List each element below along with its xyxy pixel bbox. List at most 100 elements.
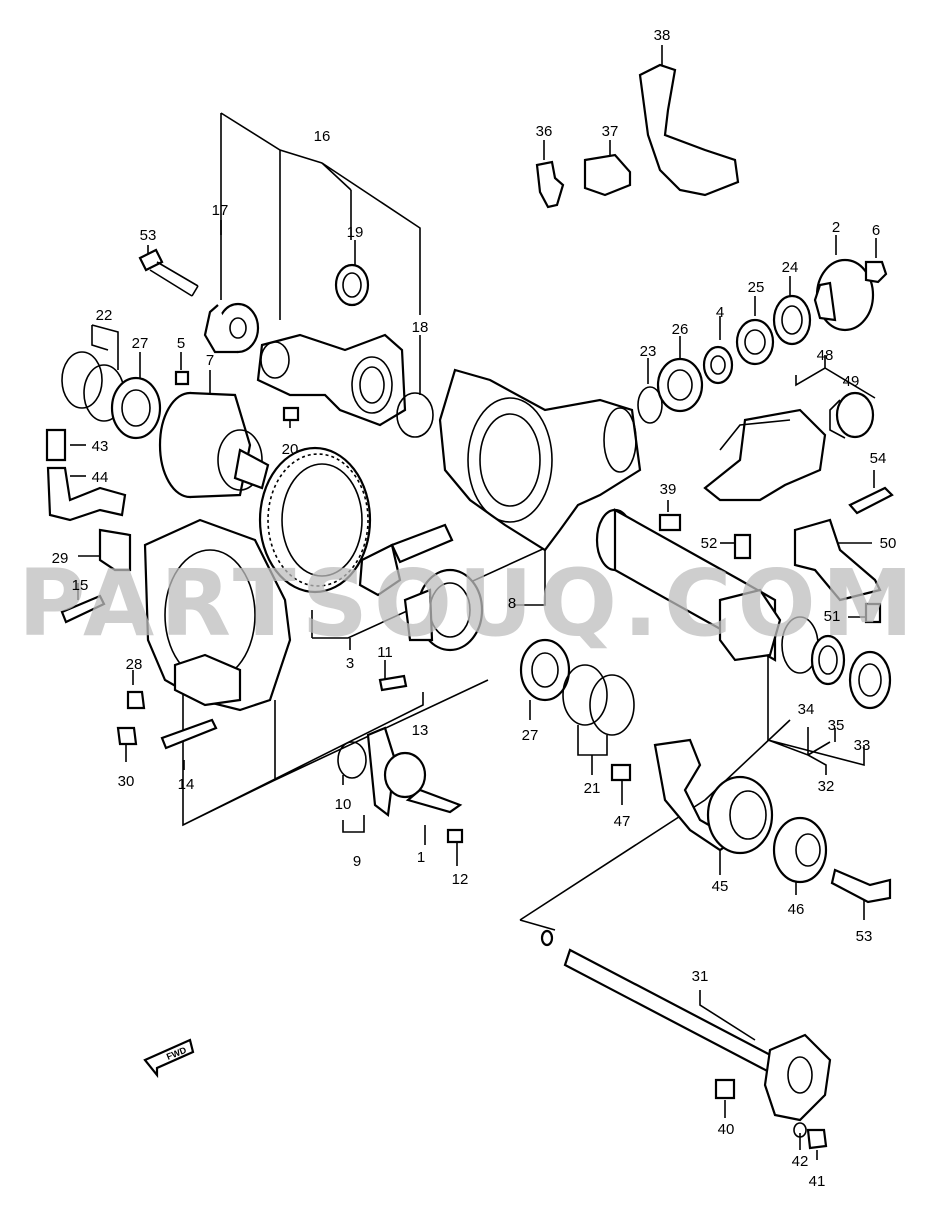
cover-drawing <box>143 518 292 712</box>
bolt-54-drawing <box>848 486 894 515</box>
hose-44-drawing <box>46 466 127 522</box>
flange-2-drawing <box>813 258 875 332</box>
bearing-27-left-drawing <box>110 376 162 440</box>
nut-30-drawing <box>116 726 138 746</box>
spacer-4-drawing <box>702 345 734 385</box>
part-18-label[interactable]: 18 <box>412 319 429 336</box>
washer-42-drawing <box>793 1122 807 1138</box>
part-54-label[interactable]: 54 <box>870 450 887 467</box>
part-17-label[interactable]: 17 <box>212 202 229 219</box>
bolt-15-drawing <box>60 594 106 624</box>
fwd-arrow-icon <box>143 1038 195 1079</box>
part-44-label[interactable]: 44 <box>92 469 109 486</box>
diff-case-7-drawing <box>158 391 270 499</box>
callout-labels: 1234567891011121314151617181920212223242… <box>52 27 897 1190</box>
part-32-label[interactable]: 32 <box>818 778 835 795</box>
bolt-53-left-drawing <box>138 248 199 297</box>
part-4-label[interactable]: 4 <box>716 304 724 321</box>
bushing-17-drawing <box>203 302 260 354</box>
bolt-53-right-drawing <box>830 868 892 904</box>
clip-29-drawing <box>98 528 132 572</box>
bolt-20-drawing <box>282 406 300 422</box>
part-1-label[interactable]: 1 <box>417 849 425 866</box>
part-37-label[interactable]: 37 <box>602 123 619 140</box>
part-12-label[interactable]: 12 <box>452 871 469 888</box>
ring-21a-drawing <box>562 664 608 726</box>
part-23-label[interactable]: 23 <box>640 343 657 360</box>
part-40-label[interactable]: 40 <box>718 1121 735 1138</box>
seal-19-drawing <box>334 263 370 307</box>
part-49-label[interactable]: 49 <box>843 373 860 390</box>
part-52-label[interactable]: 52 <box>701 535 718 552</box>
part-7-label[interactable]: 7 <box>206 352 214 369</box>
bolt-11-drawing <box>378 674 408 692</box>
bolt-52-drawing <box>733 533 752 560</box>
shaft-31-drawing <box>540 929 832 1122</box>
part-16-label[interactable]: 16 <box>314 128 331 145</box>
part-14-label[interactable]: 14 <box>178 776 195 793</box>
bolt-12-drawing <box>446 828 464 844</box>
part-34-label[interactable]: 34 <box>798 701 815 718</box>
part-5-label[interactable]: 5 <box>177 335 185 352</box>
part-36-label[interactable]: 36 <box>536 123 553 140</box>
bearing-25-drawing <box>735 318 775 366</box>
part-45-label[interactable]: 45 <box>712 878 729 895</box>
mount-48-drawing <box>703 408 827 502</box>
part-27-right-label[interactable]: 27 <box>522 727 539 744</box>
bearing-27-right-drawing <box>519 638 571 702</box>
carrier-housing-drawing <box>438 368 642 552</box>
part-19-label[interactable]: 19 <box>347 224 364 241</box>
part-31-label[interactable]: 31 <box>692 968 709 985</box>
part-53-left-label[interactable]: 53 <box>140 227 157 244</box>
part-20-label[interactable]: 20 <box>282 441 299 458</box>
part-53-right-label[interactable]: 53 <box>856 928 873 945</box>
part-6-label[interactable]: 6 <box>872 222 880 239</box>
bearing-35-drawing <box>810 634 846 686</box>
part-27-left-label[interactable]: 27 <box>132 335 149 352</box>
part-10-label[interactable]: 10 <box>335 796 352 813</box>
part-9-label[interactable]: 9 <box>353 853 361 870</box>
part-29-label[interactable]: 29 <box>52 550 69 567</box>
part-3-label[interactable]: 3 <box>346 655 354 672</box>
part-41-label[interactable]: 41 <box>809 1173 826 1190</box>
part-39-label[interactable]: 39 <box>660 481 677 498</box>
part-28-label[interactable]: 28 <box>126 656 143 673</box>
part-35-label[interactable]: 35 <box>828 717 845 734</box>
pinion-drawing <box>358 523 454 597</box>
fork-9-drawing <box>366 726 463 818</box>
part-26-label[interactable]: 26 <box>672 321 689 338</box>
bearing-26-drawing <box>656 357 704 413</box>
part-2-label[interactable]: 2 <box>832 219 840 236</box>
bolt-39-drawing <box>658 513 682 532</box>
part-11-label[interactable]: 11 <box>377 644 393 661</box>
part-33-label[interactable]: 33 <box>854 737 871 754</box>
part-38-label[interactable]: 38 <box>654 27 671 44</box>
housing-16-drawing <box>256 333 407 427</box>
plug-43-drawing <box>45 428 67 462</box>
ring-21b-drawing <box>589 674 635 736</box>
part-43-label[interactable]: 43 <box>92 438 109 455</box>
part-30-label[interactable]: 30 <box>118 773 135 790</box>
part-8-label[interactable]: 8 <box>508 595 516 612</box>
part-21-label[interactable]: 21 <box>584 780 601 797</box>
ring-gear-drawing <box>258 446 372 594</box>
ring-23-drawing <box>637 386 663 424</box>
part-25-label[interactable]: 25 <box>748 279 765 296</box>
part-46-label[interactable]: 46 <box>788 901 805 918</box>
part-24-label[interactable]: 24 <box>782 259 799 276</box>
seal-8-drawing <box>403 568 484 652</box>
part-15-label[interactable]: 15 <box>72 577 89 594</box>
part-22-label[interactable]: 22 <box>96 307 113 324</box>
plug-28-drawing <box>126 690 146 710</box>
part-13-label[interactable]: 13 <box>412 722 429 739</box>
clip-36-drawing <box>535 160 565 209</box>
part-47-label[interactable]: 47 <box>614 813 631 830</box>
part-42-label[interactable]: 42 <box>792 1153 809 1170</box>
part-48-label[interactable]: 48 <box>817 347 834 364</box>
part-50-label[interactable]: 50 <box>880 535 897 552</box>
bolt-47-drawing <box>610 763 632 782</box>
part-51-label[interactable]: 51 <box>824 608 841 625</box>
seal-33-drawing <box>848 650 892 710</box>
